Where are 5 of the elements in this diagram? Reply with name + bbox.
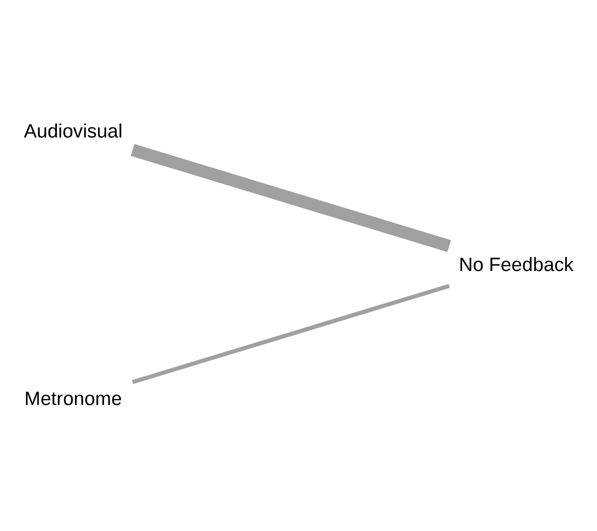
node-text: Audiovisual	[24, 120, 122, 142]
node-text: No Feedback	[458, 254, 574, 276]
connector	[132, 283, 450, 384]
connector	[130, 144, 451, 252]
node-text: Metronome	[24, 388, 122, 410]
